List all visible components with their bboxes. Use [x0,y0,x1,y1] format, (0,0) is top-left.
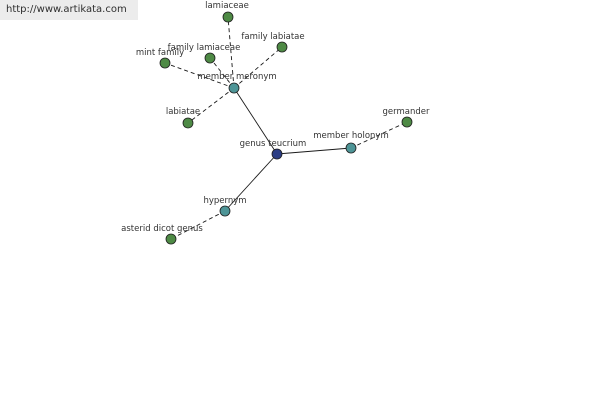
node-hypernym[interactable] [219,205,231,217]
node-label-labiatae[interactable]: labiatae [166,107,200,117]
node-label-lamiaceae[interactable]: lamiaceae [205,1,249,11]
edge-member-holonym-to-germander [350,121,408,149]
edge-genus-teucrium-to-member-meronym [233,87,278,155]
edge-member-meronym-to-lamiaceae [227,16,235,89]
node-label-genus-teucrium[interactable]: genus teucrium [240,139,307,149]
node-family-labiatae[interactable] [276,41,288,53]
node-genus-teucrium[interactable] [271,148,283,160]
site-url-banner[interactable]: http://www.artikata.com [0,0,138,20]
edge-hypernym-to-asterid-dicot-genus [170,210,226,240]
node-label-hypernym[interactable]: hypernym [203,196,246,206]
edge-member-meronym-to-family-labiatae [233,46,283,89]
node-label-member-meronym[interactable]: member meronym [197,72,276,82]
graph-edges [164,16,408,240]
edge-member-meronym-to-mint-family [164,62,235,89]
node-asterid-dicot-genus[interactable] [165,233,177,245]
edge-member-meronym-to-labiatae [187,87,235,124]
node-member-meronym[interactable] [228,82,240,94]
node-lamiaceae[interactable] [222,11,234,23]
node-label-family-labiatae[interactable]: family labiatae [241,32,304,42]
node-family-lamiaceae[interactable] [204,52,216,64]
node-label-member-holonym[interactable]: member holonym [313,131,388,141]
edge-genus-teucrium-to-hypernym [224,153,278,212]
node-member-holonym[interactable] [345,142,357,154]
node-mint-family[interactable] [159,57,171,69]
node-labiatae[interactable] [182,117,194,129]
edge-genus-teucrium-to-member-holonym [276,147,352,155]
node-label-germander[interactable]: germander [383,107,430,117]
node-label-mint-family[interactable]: mint family [136,48,184,58]
graph-nodes [159,11,413,245]
graph-labels: genus teucrium member meronym member holon… [121,1,430,234]
site-url-text[interactable]: http://www.artikata.com [6,4,127,15]
node-germander[interactable] [401,116,413,128]
node-label-family-lamiaceae[interactable]: family lamiaceae [168,43,241,53]
node-label-asterid-dicot-genus[interactable]: asterid dicot genus [121,224,203,234]
